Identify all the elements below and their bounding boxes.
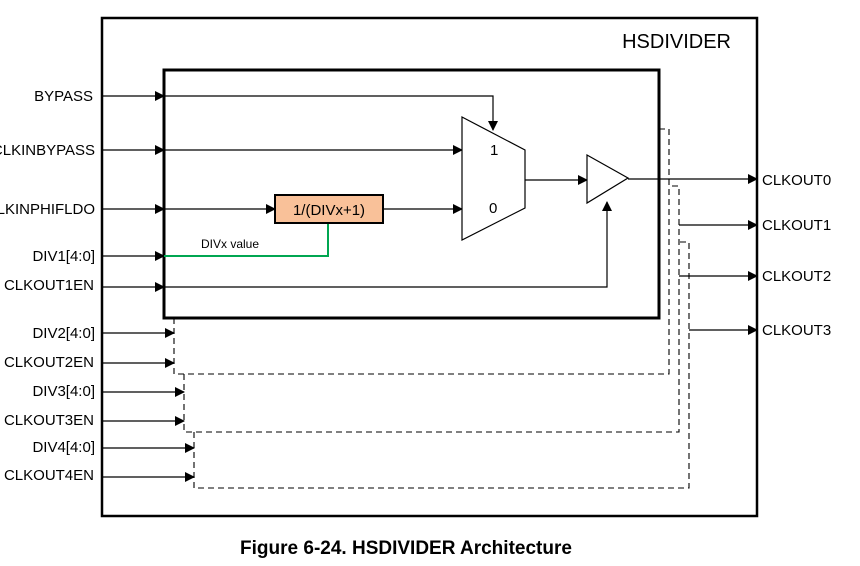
enable-to-buffer-wire (164, 201, 612, 288)
channel3-dashed-box (193, 241, 690, 489)
div1-label: DIV1[4:0] (32, 248, 95, 265)
clkout1en-label: CLKOUT1EN (4, 277, 94, 294)
figure-caption: Figure 6-24. HSDIVIDER Architecture (240, 538, 572, 559)
bypass-label: BYPASS (34, 88, 93, 105)
hsdivider-outer-box (100, 16, 759, 518)
clkout3en-label: CLKOUT3EN (4, 412, 94, 429)
channel1-dashed-box (173, 128, 670, 375)
output-buffer (586, 153, 630, 205)
clkout2en-label: CLKOUT2EN (4, 354, 94, 371)
clkout3-label: CLKOUT3 (762, 322, 831, 339)
div2-label: DIV2[4:0] (32, 325, 95, 342)
clkout1-label: CLKOUT1 (762, 217, 831, 234)
clkout2-label: CLKOUT2 (762, 268, 831, 285)
clkinphifldo-label: CLKINPHIFLDO (0, 201, 95, 218)
hsdivider-title: HSDIVIDER (622, 31, 731, 53)
channel0-box (162, 68, 661, 320)
divx-value-wire (164, 224, 329, 257)
divx-value-label: DIVx value (201, 237, 259, 251)
divider-block (274, 194, 384, 224)
clkinbypass-label: CLKINBYPASS (0, 142, 95, 159)
mux-input-1-label: 1 (490, 142, 498, 159)
clkout4en-label: CLKOUT4EN (4, 467, 94, 484)
channel2-dashed-box (183, 185, 680, 433)
mux-input-0-label: 0 (489, 200, 497, 217)
mux (461, 116, 526, 241)
bypass-to-mux-wire (164, 95, 498, 131)
div4-label: DIV4[4:0] (32, 439, 95, 456)
divider-label: 1/(DIVx+1) (293, 202, 365, 219)
clkout0-label: CLKOUT0 (762, 172, 831, 189)
div3-label: DIV3[4:0] (32, 383, 95, 400)
